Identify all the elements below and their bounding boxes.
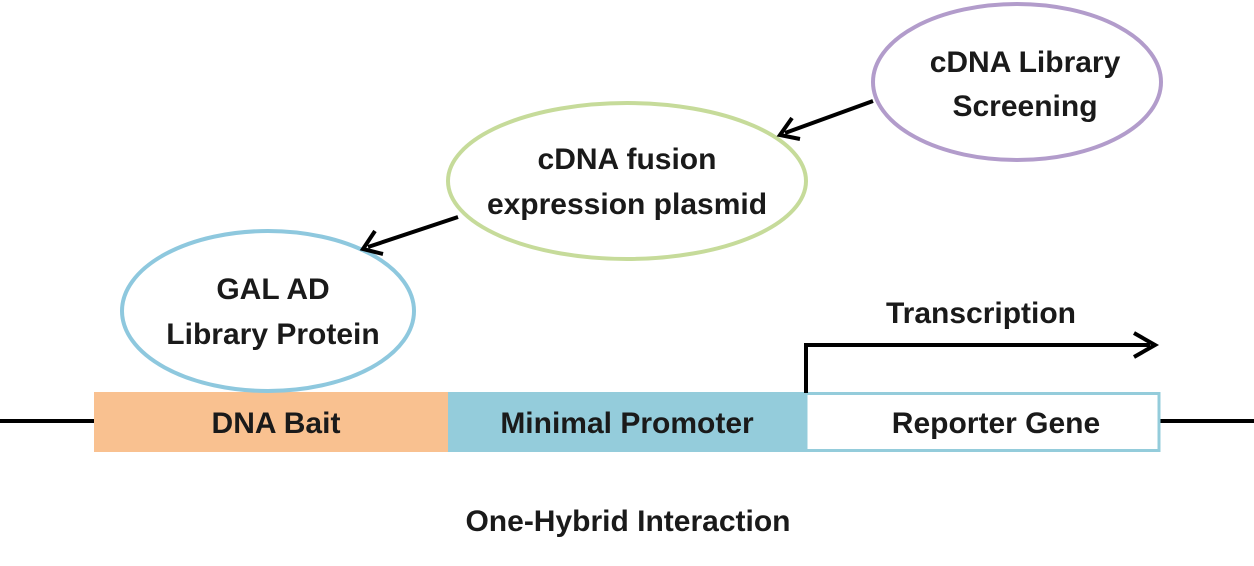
reporter-gene-label: Reporter Gene bbox=[892, 407, 1100, 440]
library-protein-ellipse bbox=[120, 229, 416, 393]
library-protein-line-2: Library Protein bbox=[166, 318, 379, 351]
arrow-plasmid-to-protein bbox=[367, 215, 459, 249]
fusion-plasmid-line-2: expression plasmid bbox=[487, 188, 767, 221]
diagram-caption: One-Hybrid Interaction bbox=[465, 505, 790, 538]
transcription-arrowhead bbox=[1133, 331, 1160, 359]
dna-bait-segment bbox=[94, 392, 448, 452]
arrowhead-plasmid-to-protein bbox=[359, 229, 384, 256]
fusion-plasmid-ellipse bbox=[446, 101, 808, 261]
library-protein-line-1: GAL AD bbox=[216, 273, 329, 306]
reporter-gene-segment bbox=[804, 392, 1161, 452]
dna-bait-label: DNA Bait bbox=[212, 407, 341, 440]
minimal-promoter-segment bbox=[448, 392, 806, 452]
arrow-screening-to-plasmid bbox=[784, 99, 874, 135]
transcription-arrow bbox=[804, 343, 1150, 393]
transcription-label: Transcription bbox=[886, 297, 1076, 330]
library-screening-line-1: cDNA Library bbox=[930, 46, 1121, 79]
arrowhead-screening-to-plasmid bbox=[776, 116, 801, 141]
minimal-promoter-label: Minimal Promoter bbox=[500, 407, 754, 440]
library-screening-line-2: Screening bbox=[952, 90, 1097, 123]
library-screening-ellipse bbox=[871, 2, 1163, 162]
fusion-plasmid-line-1: cDNA fusion bbox=[538, 143, 717, 176]
